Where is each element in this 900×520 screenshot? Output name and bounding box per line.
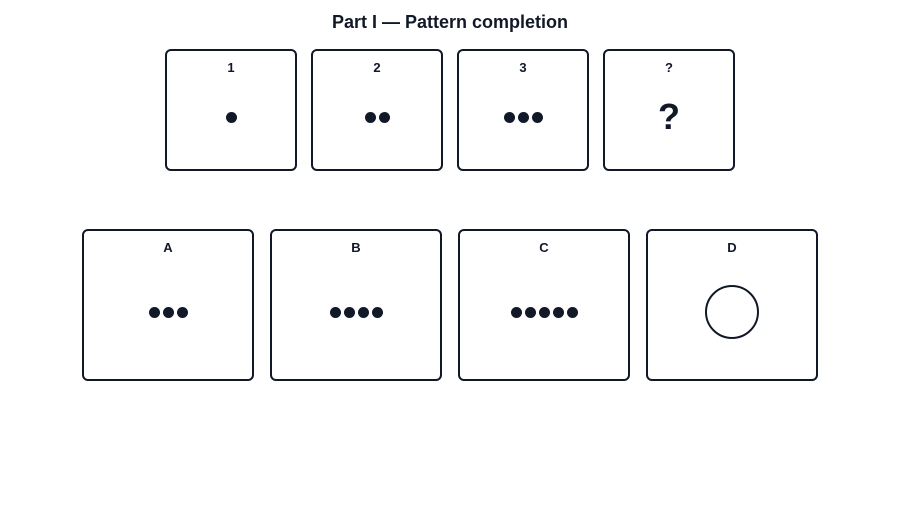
option-label: A bbox=[163, 240, 173, 255]
circle-outline-icon bbox=[705, 285, 759, 339]
option-c[interactable]: C bbox=[458, 229, 630, 381]
panel-label: 2 bbox=[373, 60, 381, 75]
dot-icon bbox=[524, 306, 536, 318]
dot-icon bbox=[329, 306, 341, 318]
dot-group bbox=[225, 111, 237, 123]
dot-icon bbox=[538, 306, 550, 318]
dot-group bbox=[364, 111, 390, 123]
dot-icon bbox=[378, 111, 390, 123]
panel-label: 3 bbox=[519, 60, 527, 75]
dot-group bbox=[329, 306, 383, 318]
dot-icon bbox=[503, 111, 515, 123]
sequence-panel-1: 1 bbox=[165, 49, 297, 171]
sequence-panel-missing: ? ? bbox=[603, 49, 735, 171]
dot-icon bbox=[176, 306, 188, 318]
option-label: D bbox=[727, 240, 737, 255]
dot-group bbox=[503, 111, 543, 123]
dot-group bbox=[510, 306, 578, 318]
dot-icon bbox=[225, 111, 237, 123]
sequence-panel-2: 2 bbox=[311, 49, 443, 171]
dot-icon bbox=[552, 306, 564, 318]
sequence-row: 1 2 3 ? ? bbox=[0, 49, 900, 171]
dot-icon bbox=[364, 111, 376, 123]
option-label: C bbox=[539, 240, 549, 255]
options-row: A B C D bbox=[0, 229, 900, 381]
dot-icon bbox=[148, 306, 160, 318]
option-d[interactable]: D bbox=[646, 229, 818, 381]
panel-label: 1 bbox=[227, 60, 235, 75]
dot-icon bbox=[517, 111, 529, 123]
option-a[interactable]: A bbox=[82, 229, 254, 381]
dot-icon bbox=[566, 306, 578, 318]
dot-icon bbox=[531, 111, 543, 123]
dot-icon bbox=[343, 306, 355, 318]
page-title: Part I — Pattern completion bbox=[331, 12, 569, 32]
option-b[interactable]: B bbox=[270, 229, 442, 381]
dot-group bbox=[148, 306, 188, 318]
sequence-panel-3: 3 bbox=[457, 49, 589, 171]
question-mark-icon: ? bbox=[658, 96, 680, 137]
dot-icon bbox=[357, 306, 369, 318]
dot-icon bbox=[510, 306, 522, 318]
dot-icon bbox=[371, 306, 383, 318]
panel-label: ? bbox=[665, 60, 673, 75]
option-label: B bbox=[351, 240, 361, 255]
dot-icon bbox=[162, 306, 174, 318]
